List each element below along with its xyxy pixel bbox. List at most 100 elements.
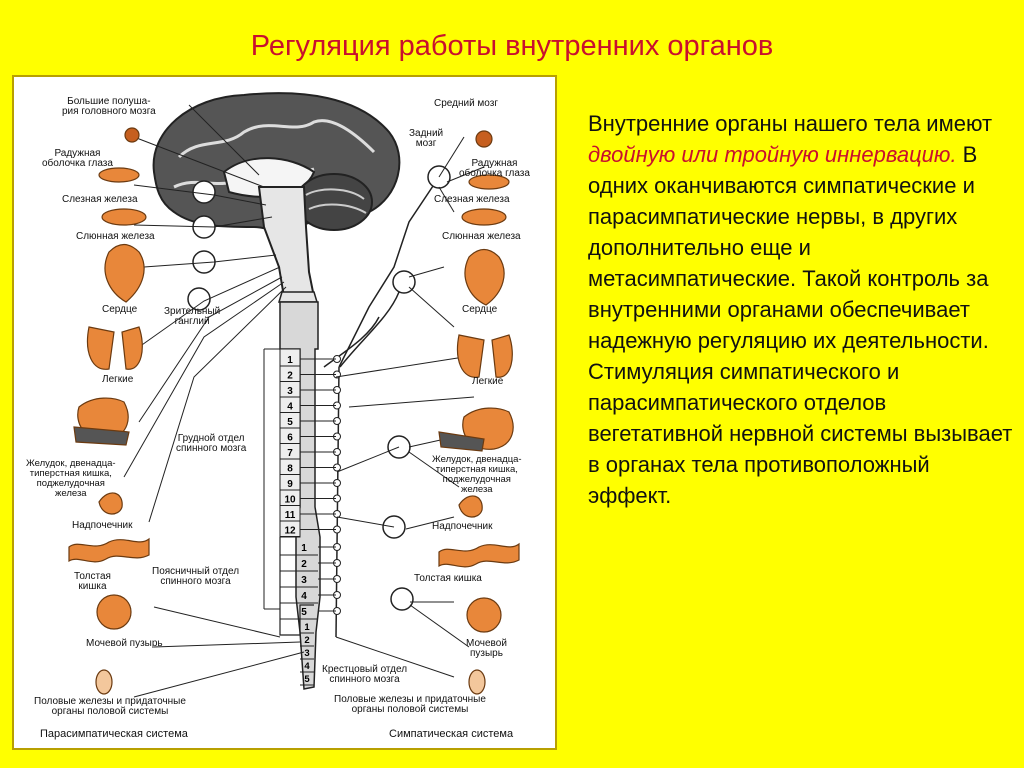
gonads-icon bbox=[468, 669, 486, 695]
sympathetic-nerve bbox=[408, 286, 455, 328]
label-midbrain: Средний мозг bbox=[434, 98, 498, 109]
thoracic-segment-2: 2 bbox=[287, 371, 293, 382]
heart-icon bbox=[104, 243, 145, 303]
parasympathetic-nerve bbox=[138, 276, 283, 423]
label-right-salivary: Слюнная железа bbox=[442, 231, 521, 242]
parasympathetic-nerve bbox=[133, 184, 267, 206]
label-right-colon: Толстая кишка bbox=[414, 573, 482, 584]
parasympathetic-nerve bbox=[143, 254, 277, 268]
label-right-heart: Сердце bbox=[462, 304, 498, 315]
ganglion bbox=[390, 587, 414, 611]
gonads-icon bbox=[95, 669, 113, 695]
iris-eye-icon bbox=[124, 127, 140, 143]
sacral-segment-1: 1 bbox=[304, 622, 310, 633]
description-text: Внутренние органы нашего тела имеют двой… bbox=[588, 108, 1013, 511]
label-left-salivary: Слюнная железа bbox=[76, 231, 155, 242]
sympathetic-nerve bbox=[336, 516, 395, 528]
parasympathetic-nerve bbox=[133, 651, 305, 698]
label-left-gonads: Половые железы и придаточные органы поло… bbox=[34, 696, 186, 717]
thoracic-segment-5: 5 bbox=[287, 417, 293, 428]
iris-eye-icon bbox=[475, 130, 493, 148]
sacral-segment-3: 3 bbox=[304, 648, 309, 659]
thoracic-segment-12: 12 bbox=[284, 526, 296, 537]
label-thoracic-section: Грудной отдел спинного мозга bbox=[176, 433, 247, 454]
sympathetic-nerve bbox=[335, 636, 455, 678]
heart-icon bbox=[464, 248, 505, 306]
lumbar-segment-5: 5 bbox=[301, 607, 307, 618]
parasympathetic-nerve bbox=[133, 136, 265, 188]
parasympathetic-nerve bbox=[123, 281, 285, 478]
salivary-gland-icon bbox=[461, 208, 507, 226]
label-optic-ganglion: Зрительный ганглий bbox=[164, 306, 221, 327]
parasympathetic-nerve bbox=[188, 104, 260, 176]
ganglion bbox=[192, 180, 216, 204]
label-sacral-section: Крестцовый отдел спинного мозга bbox=[322, 664, 408, 685]
sympathetic-nerve bbox=[446, 166, 485, 183]
lungs-icon bbox=[456, 334, 513, 378]
lumbar-segment-3: 3 bbox=[301, 575, 307, 586]
sacral-segment-5: 5 bbox=[304, 674, 310, 685]
colon-icon bbox=[438, 542, 520, 568]
colon-icon bbox=[68, 537, 150, 563]
thoracic-segment-6: 6 bbox=[287, 433, 293, 444]
salivary-gland-icon bbox=[101, 208, 147, 226]
paragraph-1-end: В одних оканчиваются симпатические и пар… bbox=[588, 142, 989, 353]
pancreas-icon bbox=[73, 426, 130, 446]
label-sympathetic-system: Симпатическая система bbox=[389, 728, 514, 740]
adrenal-icon bbox=[458, 495, 483, 518]
sympathetic-nerve bbox=[438, 136, 465, 178]
thoracic-segment-10: 10 bbox=[284, 495, 296, 506]
label-left-colon: Толстая кишка bbox=[74, 571, 111, 592]
sympathetic-nerve bbox=[336, 446, 400, 473]
label-right-stomach: Желудок, двенадца- типерстная кишка, под… bbox=[432, 454, 522, 495]
pancreas-icon bbox=[438, 431, 485, 452]
lumbar-segment-2: 2 bbox=[301, 559, 307, 570]
thoracic-segment-7: 7 bbox=[287, 448, 293, 459]
lacrimal-gland-icon bbox=[468, 174, 510, 190]
parasympathetic-nerve bbox=[148, 286, 287, 523]
paragraph-1-start: Внутренние органы нашего тела имеют bbox=[588, 111, 993, 136]
brain-illustration bbox=[152, 92, 401, 303]
label-right-bladder: Мочевой пузырь bbox=[466, 638, 507, 659]
lumbar-segment-1: 1 bbox=[301, 543, 307, 554]
thoracic-segment-9: 9 bbox=[287, 479, 293, 490]
sympathetic-nerve bbox=[409, 604, 470, 648]
label-left-lacrimal: Слезная железа bbox=[62, 194, 138, 205]
label-lumbar-section: Поясничный отдел спинного мозга bbox=[152, 566, 240, 587]
ganglion bbox=[187, 287, 211, 311]
thoracic-segment-8: 8 bbox=[287, 464, 293, 475]
parasympathetic-nerve bbox=[133, 216, 273, 228]
slide-title: Регуляция работы внутренних органов bbox=[250, 30, 774, 62]
label-left-lungs: Легкие bbox=[102, 374, 134, 385]
label-right-adrenal: Надпочечник bbox=[432, 521, 493, 532]
lacrimal-gland-icon bbox=[98, 167, 140, 183]
thoracic-segment-11: 11 bbox=[285, 510, 296, 521]
sacral-segment-4: 4 bbox=[304, 661, 310, 672]
label-left-stomach: Желудок, двенадца- типерстная кишка, под… bbox=[26, 458, 116, 499]
label-right-lacrimal: Слезная железа bbox=[434, 194, 510, 205]
thoracic-segment-3: 3 bbox=[287, 386, 293, 397]
label-left-adrenal: Надпочечник bbox=[72, 520, 133, 531]
parasympathetic-nerve bbox=[153, 606, 281, 638]
parasympathetic-nerve bbox=[153, 641, 301, 648]
label-left-bladder: Мочевой пузырь bbox=[86, 638, 163, 649]
paragraph-2: Стимуляция симпатического и парасимпатич… bbox=[588, 359, 1013, 508]
sacral-segment-2: 2 bbox=[304, 635, 309, 646]
lumbar-segment-4: 4 bbox=[301, 591, 307, 602]
thoracic-segment-4: 4 bbox=[287, 402, 293, 413]
parasympathetic-nerve bbox=[138, 266, 281, 348]
sympathetic-trunk bbox=[323, 176, 440, 638]
label-left-heart: Сердце bbox=[102, 304, 138, 315]
sympathetic-nerve bbox=[408, 451, 460, 488]
sympathetic-nerve bbox=[335, 356, 465, 378]
sympathetic-nerve bbox=[348, 396, 475, 408]
thoracic-segment-1: 1 bbox=[287, 355, 293, 366]
adrenal-icon bbox=[98, 492, 123, 515]
label-hindbrain: Задний мозг bbox=[409, 128, 444, 149]
label-right-iris: Радужная оболочка глаза bbox=[459, 158, 530, 179]
bladder-icon bbox=[466, 597, 502, 633]
bladder-icon bbox=[96, 594, 132, 630]
sympathetic-nerve bbox=[438, 186, 455, 213]
